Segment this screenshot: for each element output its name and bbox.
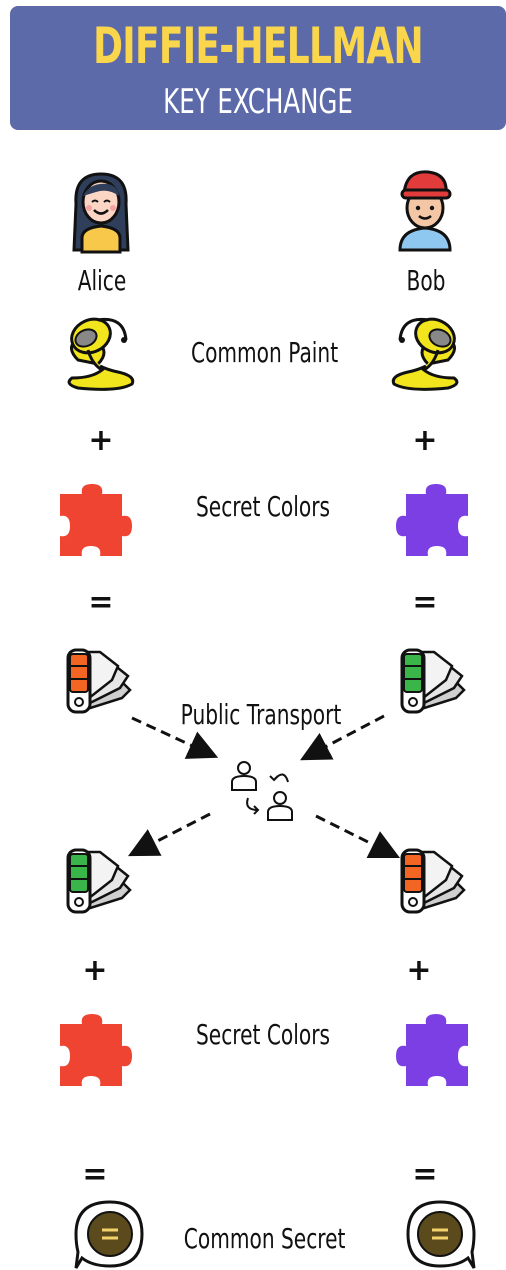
equals-operator: =	[412, 1157, 438, 1192]
plus-operator: +	[82, 953, 108, 988]
alice-secret-chat-face-icon	[74, 1200, 144, 1270]
alice-received-palette-icon	[66, 848, 132, 914]
bob-secret-chat-face-icon	[406, 1200, 476, 1270]
alice-secret-puzzle-icon	[60, 1014, 132, 1086]
header-banner: DIFFIE-HELLMAN KEY EXCHANGE	[10, 6, 506, 130]
common-paint-label: Common Paint	[191, 336, 339, 369]
public-to-alice-arrow	[127, 812, 211, 857]
plus-operator: +	[88, 423, 114, 458]
alice-avatar-icon	[72, 172, 130, 254]
public-to-bob-arrow	[315, 814, 401, 859]
plus-operator: +	[412, 423, 438, 458]
equals-operator: =	[412, 585, 438, 620]
common-secret-label: Common Secret	[183, 1222, 346, 1255]
equals-operator: =	[82, 1157, 108, 1192]
bob-secret-puzzle-icon	[396, 1014, 468, 1086]
secret-colors-label: Secret Colors	[196, 490, 330, 523]
page-title: DIFFIE-HELLMAN	[93, 17, 423, 75]
public-transport-label: Public Transport	[180, 698, 342, 731]
bob-received-palette-icon	[400, 848, 466, 914]
secret-colors-label: Secret Colors	[196, 1018, 330, 1051]
equals-operator: =	[88, 585, 114, 620]
page-subtitle: KEY EXCHANGE	[163, 82, 353, 122]
bob-label: Bob	[406, 264, 446, 297]
plus-operator: +	[406, 953, 432, 988]
bob-avatar-icon	[398, 170, 452, 252]
bob-to-public-arrow	[300, 714, 385, 761]
alice-to-public-arrow	[131, 716, 219, 759]
alice-label: Alice	[77, 264, 127, 297]
user-exchange-icon	[231, 761, 293, 821]
